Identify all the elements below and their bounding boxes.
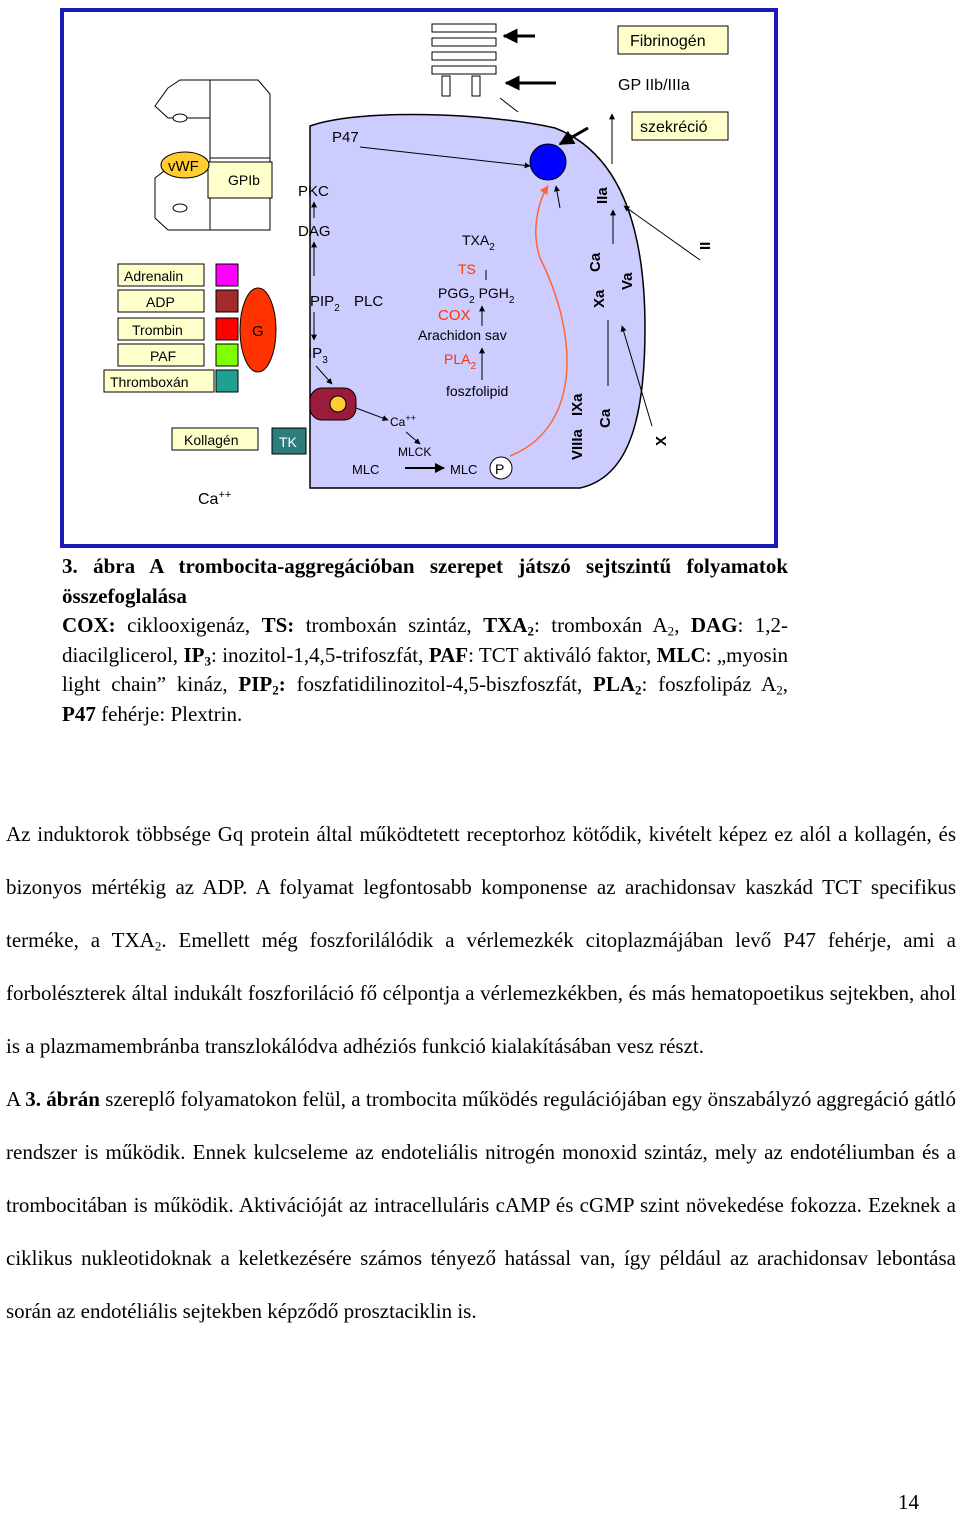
agonist-adrenalin: Adrenalin bbox=[124, 268, 183, 284]
ca-ball-icon bbox=[329, 395, 347, 413]
agonist-list: Adrenalin ADP Trombin PAF Thromboxán Kol… bbox=[103, 263, 259, 451]
caption-legend: COX: ciklooxigenáz, TS: tromboxán szintá… bbox=[62, 613, 789, 726]
mlc-left-label: MLC bbox=[352, 462, 379, 477]
p47-label: P47 bbox=[332, 129, 359, 146]
agonist-thromboxan: Thromboxán bbox=[110, 374, 189, 390]
txa2-label: TXA2 bbox=[462, 232, 495, 253]
p-circle bbox=[489, 456, 513, 480]
platelet-diagram: GPIb vWF Adrenalin ADP Trombin PAF Throm… bbox=[60, 8, 778, 548]
ca-top-label: Ca bbox=[587, 252, 604, 272]
pkc-label: PKC bbox=[298, 183, 329, 200]
secretion-curve bbox=[509, 185, 568, 457]
g-protein bbox=[239, 287, 277, 373]
ii-label: II bbox=[697, 242, 714, 250]
tk-label: TK bbox=[279, 434, 298, 450]
vwf-label: vWF bbox=[168, 158, 199, 175]
ca-mid-label: Ca bbox=[597, 408, 614, 428]
viiia-label: VIIIa bbox=[569, 428, 586, 460]
agonist-kollagen: Kollagén bbox=[184, 432, 239, 448]
iia-label: IIa bbox=[594, 187, 611, 204]
caption-fig-no: 3. bbox=[62, 554, 78, 578]
x-label: X bbox=[653, 436, 670, 446]
granule-icon bbox=[529, 143, 567, 181]
ca-bottom-label: Ca++ bbox=[198, 489, 231, 508]
p-label: P bbox=[495, 461, 504, 477]
body-text: Az induktorok többsége Gq protein által … bbox=[6, 808, 956, 1338]
dag-label: DAG bbox=[298, 223, 331, 240]
ts-label: TS bbox=[458, 261, 476, 277]
g-label: G bbox=[252, 323, 264, 340]
ca-inner-label: Ca++ bbox=[390, 413, 416, 429]
agonist-paf: PAF bbox=[150, 348, 176, 364]
plc-label: PLC bbox=[354, 293, 383, 310]
cox-label: COX bbox=[438, 307, 471, 324]
gpib-label: GPIb bbox=[228, 172, 260, 188]
xa-label: Xa bbox=[591, 289, 608, 308]
gp-label: GP IIb/IIIa bbox=[618, 77, 690, 94]
agonist-adp: ADP bbox=[146, 294, 175, 310]
arachidon-label: Arachidon sav bbox=[418, 327, 507, 343]
agonist-trombin: Trombin bbox=[132, 322, 183, 338]
secretion-box bbox=[631, 111, 729, 141]
paragraph-2: A 3. ábrán szereplő folyamatokon felül, … bbox=[6, 1087, 956, 1323]
pip2-label: PIP2 bbox=[310, 293, 340, 314]
mlc-right-label: MLC bbox=[450, 462, 477, 477]
fibrinogen-bars bbox=[431, 23, 497, 97]
pgg-pgh-label: PGG2 PGH2 bbox=[438, 285, 515, 306]
ixa-label: IXa bbox=[569, 393, 586, 416]
figure-caption: 3. ábra A trombocita-aggregációban szere… bbox=[62, 552, 788, 729]
mlck-label: MLCK bbox=[398, 445, 431, 459]
receptor-squares bbox=[215, 263, 239, 393]
vwf-ball bbox=[160, 151, 210, 179]
caption-title: ábra A trombocita-aggregációban szerepet… bbox=[62, 554, 788, 608]
ip3-label: IP3 bbox=[308, 345, 328, 366]
page-number: 14 bbox=[898, 1490, 919, 1514]
va-label: Va bbox=[619, 272, 636, 290]
paragraph-1: Az induktorok többsége Gq protein által … bbox=[6, 822, 956, 1058]
foszfolipid-label: foszfolipid bbox=[446, 383, 508, 399]
secretion-label: szekréció bbox=[640, 119, 708, 136]
fibrinogen-box bbox=[617, 25, 729, 55]
pla2-label: PLA2 bbox=[444, 351, 476, 372]
fibrinogen-label: Fibrinogén bbox=[630, 33, 706, 50]
tk-box bbox=[271, 427, 307, 455]
gpib-receptor bbox=[207, 161, 273, 199]
